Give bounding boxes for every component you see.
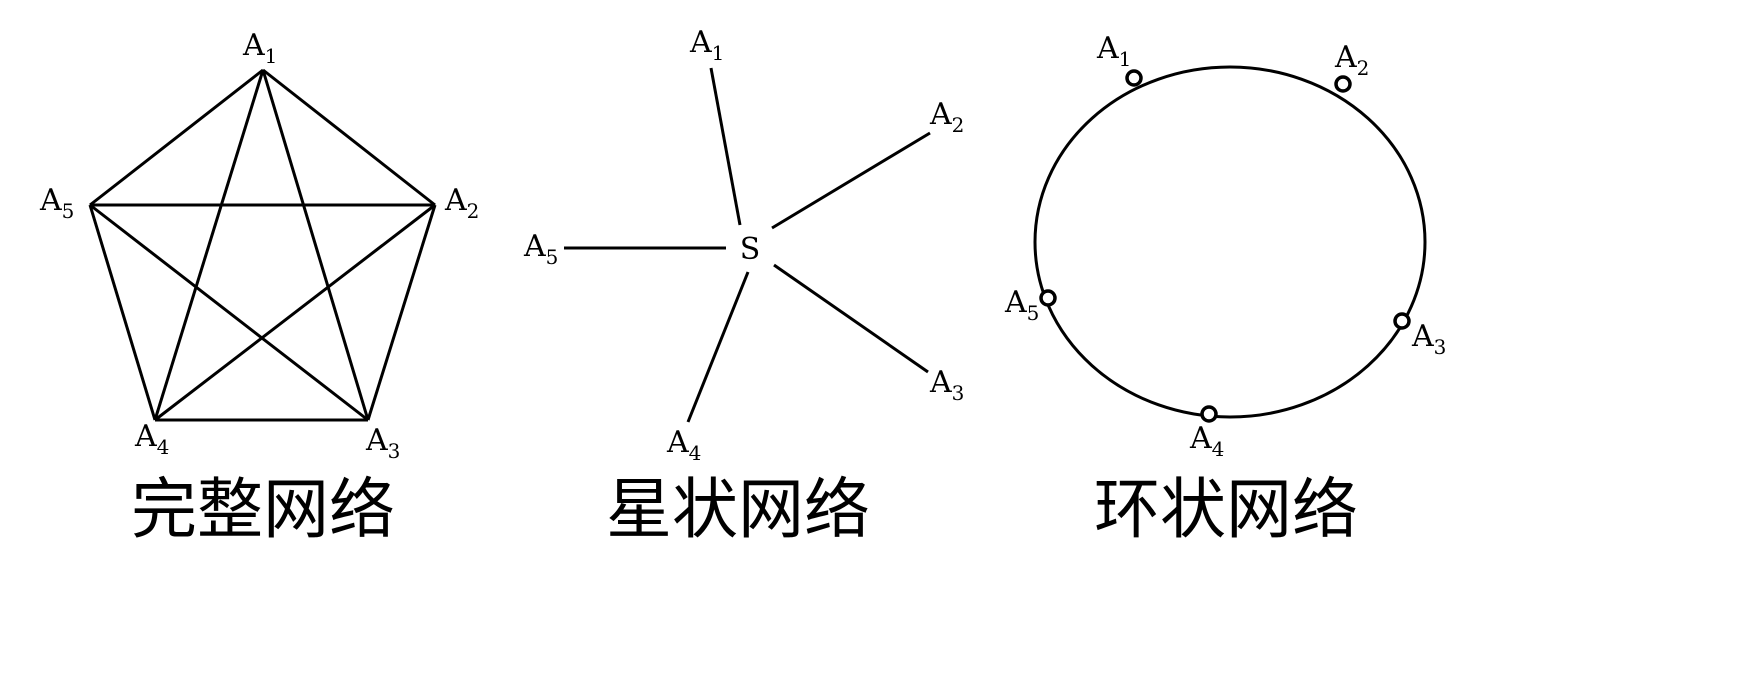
edge-a3-a5 <box>89 203 369 422</box>
edge-a5-a1 <box>89 68 264 207</box>
ring-node-label-a2: A2 <box>1334 40 1369 80</box>
complete-node-label-a4: A4 <box>134 419 169 459</box>
star-network-caption: 星状网络 <box>606 471 870 548</box>
ring-node-a3 <box>1393 312 1411 330</box>
complete-node-label-a2: A2 <box>444 183 479 223</box>
star-node-label-a1: A1 <box>689 25 724 65</box>
star-network-diagram: S A1 A2 A3 A4 A5 星状网络 <box>523 25 964 548</box>
edge-s-a3 <box>773 263 929 374</box>
ring-node-a4 <box>1200 405 1218 423</box>
ring-node-a5 <box>1039 289 1057 307</box>
complete-node-label-a1: A1 <box>242 28 277 68</box>
ring-node-a2 <box>1334 75 1352 93</box>
star-center-label: S <box>740 232 761 267</box>
edge-a2-a4 <box>154 203 436 422</box>
star-node-label-a4: A4 <box>666 425 701 465</box>
ring-network-caption: 环状网络 <box>1094 471 1358 548</box>
ring-node-label-a5: A5 <box>1004 285 1039 325</box>
star-node-label-a3: A3 <box>929 365 964 405</box>
edge-a1-a3 <box>261 69 370 421</box>
star-network-edges <box>564 67 931 423</box>
edge-a4-a5 <box>88 204 157 421</box>
edge-s-a2 <box>771 131 931 230</box>
edge-a1-a4 <box>153 69 265 421</box>
ring-node-a1 <box>1125 69 1143 87</box>
complete-network-edges <box>88 68 437 422</box>
complete-node-label-a5: A5 <box>39 183 74 223</box>
complete-node-label-a3: A3 <box>365 423 400 463</box>
ring-network-diagram: A1 A2 A3 A4 A5 环状网络 <box>1004 31 1446 548</box>
ring-node-label-a4: A4 <box>1189 421 1224 461</box>
ring-node-label-a1: A1 <box>1096 31 1131 71</box>
complete-network-caption: 完整网络 <box>131 471 395 548</box>
edge-a2-a3 <box>366 204 437 421</box>
complete-network-diagram: A1 A2 A3 A4 A5 完整网络 <box>39 28 479 548</box>
star-node-label-a5: A5 <box>523 229 558 269</box>
edge-a1-a2 <box>262 68 436 207</box>
ring-node-label-a3: A3 <box>1411 319 1446 359</box>
ring-circle <box>1033 65 1427 419</box>
star-node-label-a2: A2 <box>929 97 964 137</box>
edge-s-a4 <box>686 271 750 423</box>
edge-s-a1 <box>709 67 742 226</box>
